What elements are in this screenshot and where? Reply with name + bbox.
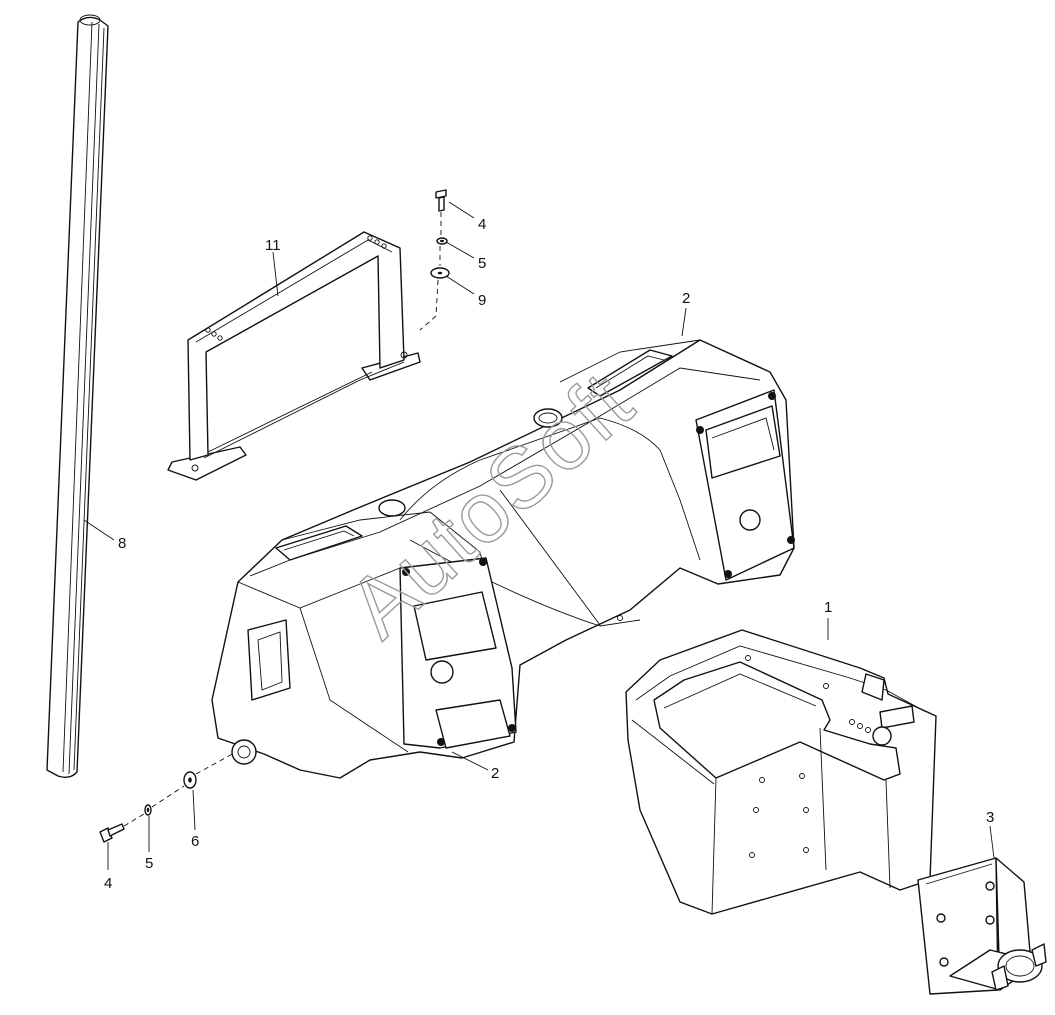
callout-5-lower: 5 bbox=[145, 855, 153, 872]
fastener-stack-lower bbox=[99, 751, 237, 843]
fastener-stack-upper bbox=[419, 189, 450, 331]
callout-2-bottom: 2 bbox=[491, 765, 499, 782]
mounting-plate-part-3 bbox=[917, 857, 1047, 995]
callout-11: 11 bbox=[265, 237, 281, 254]
callout-labels: 4 5 9 11 2 8 2 1 3 4 5 6 bbox=[104, 216, 994, 892]
callout-5-upper: 5 bbox=[478, 255, 486, 272]
seal-profile-part-8 bbox=[46, 14, 109, 779]
console-box-part-1 bbox=[625, 629, 937, 915]
callout-3: 3 bbox=[986, 809, 994, 826]
callout-8: 8 bbox=[118, 535, 126, 552]
callout-4-upper: 4 bbox=[478, 216, 486, 233]
leader-lines bbox=[83, 201, 995, 870]
dashboard-housing-part-2 bbox=[211, 339, 795, 779]
callout-9: 9 bbox=[478, 292, 486, 309]
callout-1: 1 bbox=[824, 599, 832, 616]
callout-6: 6 bbox=[191, 833, 199, 850]
callout-4-lower: 4 bbox=[104, 875, 112, 892]
bracket-frame-part-11 bbox=[167, 231, 421, 481]
callout-2-top: 2 bbox=[682, 290, 690, 307]
